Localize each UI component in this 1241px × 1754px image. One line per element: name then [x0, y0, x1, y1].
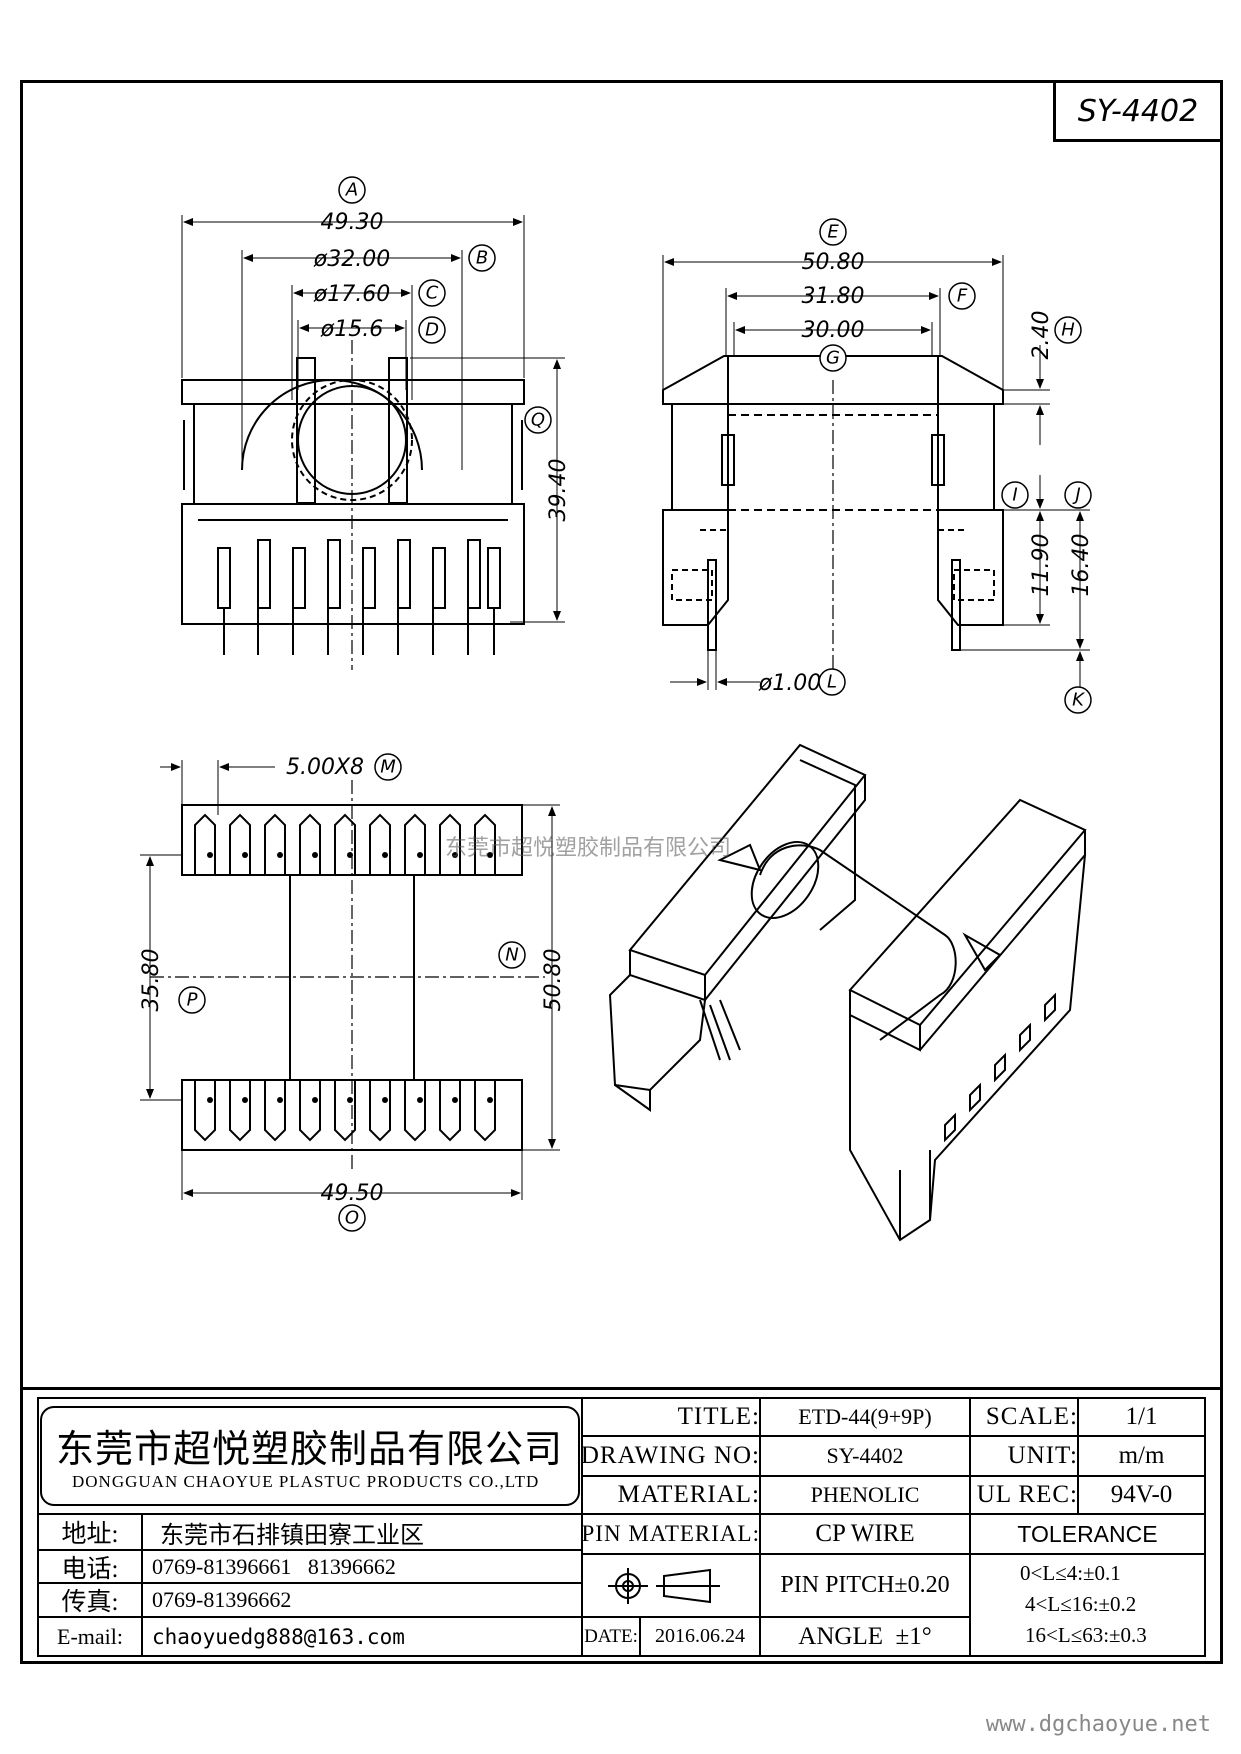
- dim-E: 50.80: [802, 250, 865, 275]
- address-value: 东莞市石排镇田寮工业区: [160, 1520, 424, 1549]
- dim-P: 35.80: [139, 949, 164, 1012]
- title-label: TITLE:: [677, 1403, 760, 1430]
- email-value: chaoyuedg888@163.com: [152, 1624, 405, 1649]
- callout-N: N: [505, 945, 518, 966]
- title-value: ETD-44(9+9P): [798, 1404, 932, 1429]
- title-block-grid: [37, 1397, 1206, 1657]
- phone-value: 0769-81396661 81396662: [152, 1553, 396, 1579]
- unit-label: UNIT:: [1007, 1442, 1078, 1469]
- technical-drawing: 49.30 ø32.00 ø17.60 ø15.6 39.40 50.80 31…: [139, 176, 1094, 1242]
- ul-value: 94V-0: [1110, 1481, 1173, 1508]
- title-block: 东莞市超悦塑胶制品有限公司 DONGGUAN CHAOYUE PLASTUC P…: [20, 1387, 1223, 1664]
- callout-D: D: [425, 320, 439, 341]
- watermark: 东莞市超悦塑胶制品有限公司: [445, 836, 731, 861]
- bottom-view: [140, 760, 560, 1200]
- fax-value: 0769-81396662: [152, 1587, 292, 1612]
- dim-N: 50.80: [541, 949, 566, 1012]
- scale-label: SCALE:: [985, 1403, 1078, 1430]
- unit-value: m/m: [1118, 1442, 1165, 1469]
- dim-B: ø32.00: [313, 247, 390, 272]
- dim-C: ø17.60: [313, 282, 390, 307]
- dim-M: 5.00X8: [286, 755, 364, 780]
- ul-label: UL REC:: [976, 1481, 1078, 1508]
- material-label: MATERIAL:: [617, 1481, 760, 1508]
- website-url[interactable]: www.dgchaoyue.net: [985, 1712, 1211, 1737]
- date-label: DATE:: [584, 1625, 638, 1647]
- callout-K: K: [1072, 690, 1085, 711]
- company-box: 东莞市超悦塑胶制品有限公司 DONGGUAN CHAOYUE PLASTUC P…: [40, 1406, 580, 1506]
- dim-K: 16.40: [1069, 534, 1094, 597]
- part-number-box: SY-4402: [1053, 80, 1223, 142]
- angle-tolerance: ANGLE ±1°: [798, 1622, 932, 1650]
- tolerance-row-2: 4<L≤16:±0.2: [1025, 1591, 1137, 1616]
- drawing-no-value: SY-4402: [826, 1443, 904, 1468]
- date-value: 2016.06.24: [655, 1625, 745, 1647]
- dim-Q: 39.40: [546, 459, 571, 522]
- pin-pitch: PIN PITCH±0.20: [780, 1572, 950, 1598]
- callout-F: F: [957, 286, 968, 307]
- callout-P: P: [187, 990, 198, 1011]
- callout-L: L: [827, 672, 837, 693]
- callout-I: I: [1012, 485, 1017, 506]
- tolerance-label: TOLERANCE: [1017, 1520, 1158, 1547]
- tolerance-row-1: 0<L≤4:±0.1: [1020, 1560, 1121, 1585]
- callout-A: A: [345, 180, 358, 201]
- company-name-en: DONGGUAN CHAOYUE PLASTUC PRODUCTS CO.,LT…: [72, 1472, 540, 1491]
- dim-IJ: 11.90: [1029, 534, 1054, 597]
- callout-J: J: [1072, 485, 1080, 506]
- side-view: [662, 255, 1090, 690]
- address-label: 地址:: [61, 1521, 119, 1548]
- dim-O: 49.50: [321, 1181, 384, 1206]
- callout-G: G: [826, 348, 840, 369]
- drawing-border: [20, 80, 1223, 1664]
- drawing-no-label: DRAWING NO:: [580, 1442, 760, 1469]
- dim-D: ø15.6: [320, 317, 383, 342]
- front-view: [181, 215, 565, 670]
- material-value: PHENOLIC: [810, 1482, 920, 1507]
- company-name-cn: 东莞市超悦塑胶制品有限公司: [56, 1427, 564, 1471]
- pin-material-value: CP WIRE: [815, 1520, 915, 1547]
- fax-label: 传真:: [61, 1589, 119, 1616]
- scale-value: 1/1: [1125, 1403, 1158, 1430]
- callout-E: E: [827, 222, 839, 243]
- callout-O: O: [345, 1208, 359, 1229]
- callout-B: B: [476, 248, 488, 269]
- phone-label: 电话:: [61, 1555, 119, 1583]
- dim-A: 49.30: [321, 210, 384, 235]
- tolerance-row-3: 16<L≤63:±0.3: [1025, 1622, 1147, 1647]
- dim-L: ø1.00: [758, 671, 821, 696]
- dim-H: 2.40: [1029, 311, 1054, 360]
- callout-H: H: [1061, 320, 1075, 341]
- callout-C: C: [426, 283, 439, 304]
- email-label: E-mail:: [57, 1623, 123, 1649]
- dim-G: 30.00: [802, 318, 865, 343]
- isometric-view: [608, 743, 1087, 1242]
- callout-M: M: [380, 757, 396, 778]
- dim-F: 31.80: [802, 284, 865, 309]
- callout-Q: Q: [531, 410, 545, 431]
- pin-material-label: PIN MATERIAL:: [581, 1521, 760, 1546]
